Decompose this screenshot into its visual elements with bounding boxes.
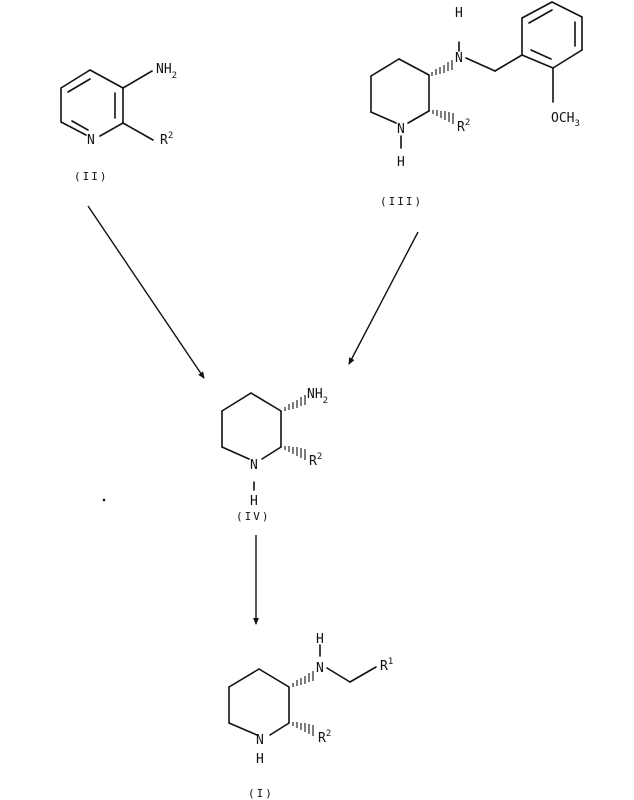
hashed-wedge-nh2 [284,395,306,411]
ring-nitrogen: N [87,133,95,148]
compound-III: N H N H R2 [370,1,583,208]
piperidine-ring [370,58,430,124]
ring-nh-hydrogen: H [256,752,264,767]
ring-nitrogen: N [256,733,264,748]
amine-nitrogen: N [316,661,324,676]
stray-dot [102,498,106,502]
hashed-wedge-r2 [432,110,454,124]
amine-hydrogen: H [316,632,324,647]
amine-group: NH2 [307,387,328,406]
hashed-wedge-r2 [292,722,314,736]
r2-substituent: R2 [160,131,173,148]
compound-label-II: (II) [74,170,109,183]
ring-nh-hydrogen: H [250,494,258,509]
benzene-ring [521,1,583,69]
compound-label-I: (I) [248,787,274,800]
compound-I: N H N H R1 R2 (I) [228,632,393,800]
piperidine-ring [228,668,290,736]
compound-IV: N H NH2 R2 (IV) [221,387,328,523]
amine-hydrogen: H [455,6,463,21]
methoxy-group: OCH3 [551,111,580,129]
reaction-arrow-II-to-IV [87,205,205,379]
ring-nitrogen: N [250,458,258,473]
piperidine-ring [221,392,282,460]
ring-nitrogen: N [397,122,405,137]
compound-label-III: (III) [380,195,423,208]
hashed-wedge-r2 [284,446,306,460]
ring-nh-hydrogen: H [397,155,405,170]
hashed-wedge-nh [431,60,453,76]
r2-substituent: R2 [309,452,322,469]
pyridine-ring [60,69,124,137]
r2-substituent: R2 [457,118,470,135]
amine-nitrogen: N [455,51,463,66]
r2-substituent: R2 [318,729,331,746]
hashed-wedge-nh [292,671,314,687]
compound-II: N NH2 R2 (II) [60,62,177,183]
compound-label-IV: (IV) [236,510,271,523]
reaction-arrow-III-to-IV [348,231,419,365]
r1-substituent: R1 [380,657,393,674]
amine-group: NH2 [156,62,177,81]
